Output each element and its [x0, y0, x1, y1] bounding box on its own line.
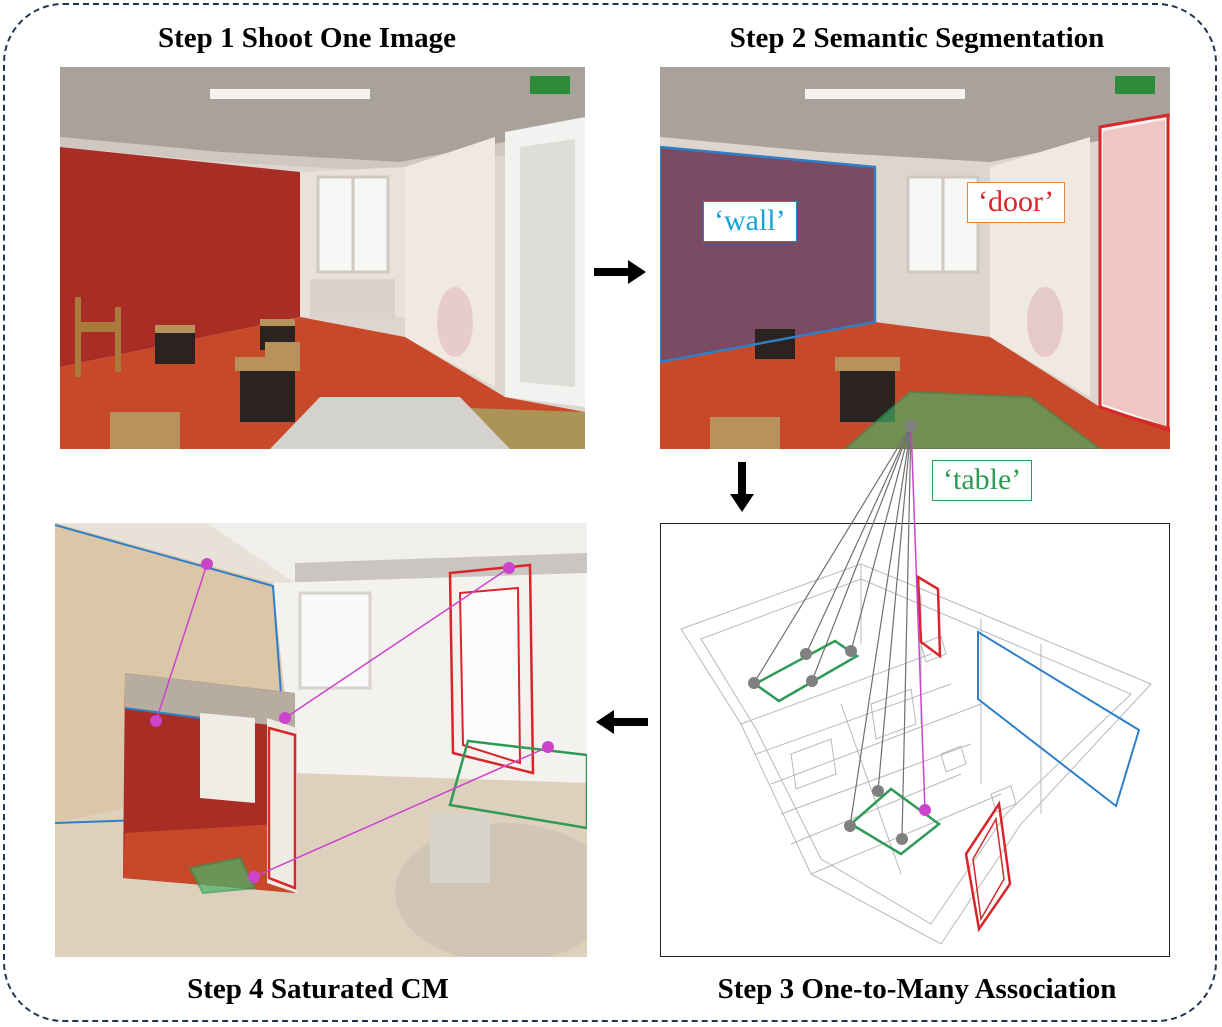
dashed-rounded-frame — [3, 3, 1217, 1022]
step3-title: Step 3 One-to-Many Association — [717, 973, 1117, 1005]
step4-saturated-map — [55, 523, 587, 957]
label-wall: ‘wall’ — [703, 201, 797, 242]
association-source-point — [905, 420, 917, 432]
step1-room-photo — [60, 67, 585, 449]
step2-segmentation-photo — [660, 67, 1170, 449]
step2-title: Step 2 Semantic Segmentation — [729, 22, 1105, 54]
label-door: ‘door’ — [967, 182, 1066, 223]
label-table: ‘table’ — [932, 460, 1033, 501]
step3-wireframe-map — [660, 523, 1170, 957]
arrow-down-icon — [730, 462, 754, 512]
step4-title: Step 4 Saturated CM — [187, 973, 449, 1005]
arrow-right-icon — [594, 260, 646, 284]
step1-title: Step 1 Shoot One Image — [157, 22, 457, 54]
arrow-left-icon — [596, 710, 648, 734]
